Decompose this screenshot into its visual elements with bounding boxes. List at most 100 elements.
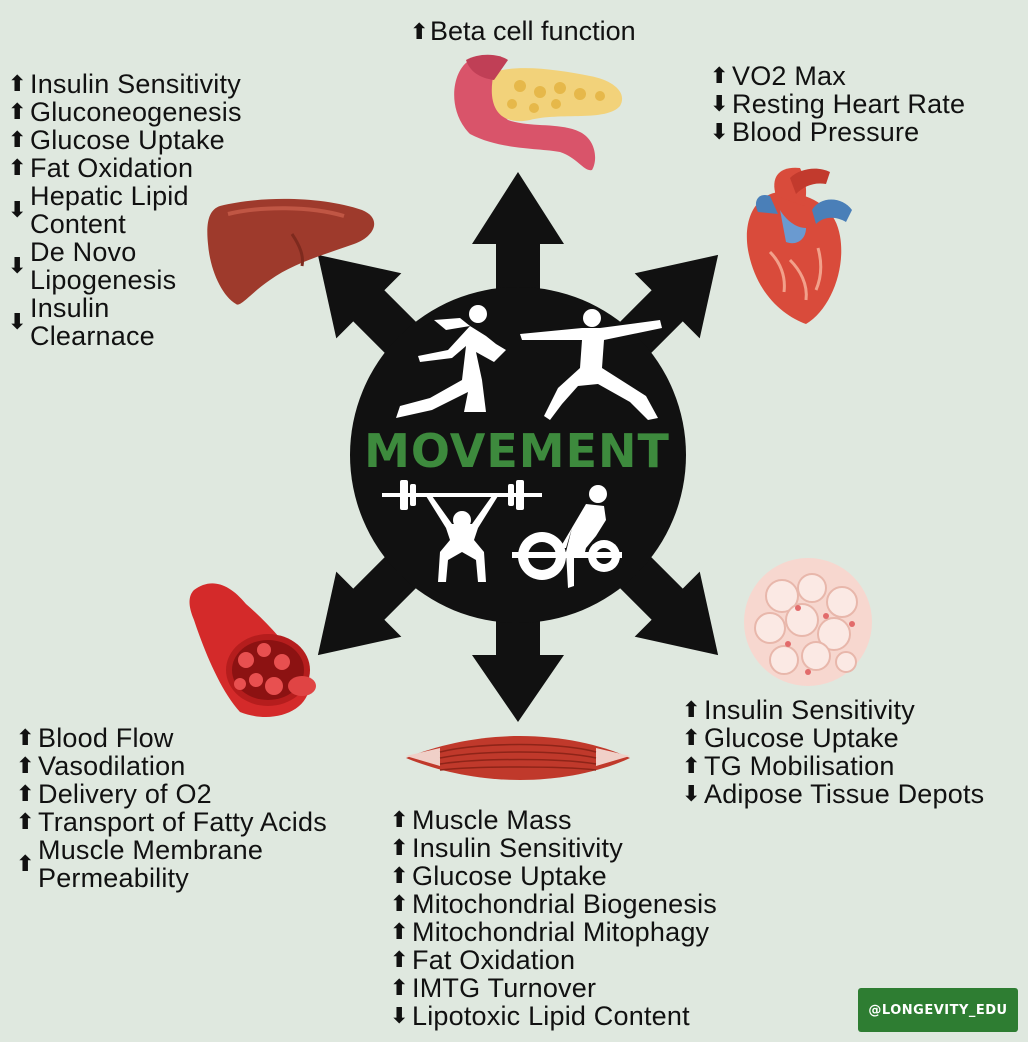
arrow-indicator: ⬆ [16, 753, 35, 778]
arrow-indicator: ⬆ [390, 947, 409, 972]
effect-text: Glucose Uptake [30, 125, 225, 155]
blood-vessel-icon [189, 583, 316, 717]
effect-item: ⬇Lipotoxic Lipid Content [390, 1002, 717, 1030]
arrow-indicator: ⬇ [682, 781, 701, 806]
effect-item: ⬆Glucose Uptake [8, 126, 242, 154]
effect-item: ⬆Blood Flow [16, 724, 327, 752]
arrow-indicator: ⬆ [390, 807, 409, 832]
arrow-indicator: ⬆ [682, 725, 701, 750]
effect-text: VO2 Max [732, 61, 846, 91]
arrow-indicator: ⬆ [682, 753, 701, 778]
effect-text: Glucose Uptake [704, 723, 899, 753]
yoga-icon [520, 309, 662, 420]
effect-item: ⬆Muscle Mass [390, 806, 717, 834]
effect-item: ⬆Gluconeogenesis [8, 98, 242, 126]
arrow-indicator: ⬆ [710, 63, 729, 88]
effect-item: ⬆Delivery of O2 [16, 780, 327, 808]
effect-item: ⬇Insulin Clearnace [8, 294, 242, 350]
effect-text: Hepatic Lipid Content [30, 181, 189, 239]
pancreas-effect: ⬆ Beta cell function [410, 16, 636, 47]
effect-item: ⬆Glucose Uptake [390, 862, 717, 890]
watermark-badge: @LONGEVITY_EDU [858, 988, 1018, 1032]
arrow-indicator: ⬆ [16, 781, 35, 806]
effect-text: IMTG Turnover [412, 973, 597, 1003]
effect-item: ⬇Blood Pressure [710, 118, 965, 146]
arrow-indicator: ⬇ [390, 1003, 409, 1028]
effect-item: ⬆Muscle Membrane Permeability [16, 836, 327, 892]
effect-item: ⬆IMTG Turnover [390, 974, 717, 1002]
effect-item: ⬇Resting Heart Rate [710, 90, 965, 118]
arrow-indicator: ⬆ [8, 99, 27, 124]
effect-text: Resting Heart Rate [732, 89, 966, 119]
effect-text: Mitochondrial Biogenesis [412, 889, 717, 919]
arrow-indicator: ⬆ [390, 835, 409, 860]
blood-vessel-effects: ⬆Blood Flow⬆Vasodilation⬆Delivery of O2⬆… [16, 724, 327, 892]
effect-item: ⬆TG Mobilisation [682, 752, 984, 780]
effect-text: Muscle Mass [412, 805, 572, 835]
effect-item: ⬆Vasodilation [16, 752, 327, 780]
effect-text: Lipotoxic Lipid Content [412, 1001, 690, 1031]
effect-item: ⬆Glucose Uptake [682, 724, 984, 752]
effect-item: ⬆Fat Oxidation [8, 154, 242, 182]
effect-item: ⬆Insulin Sensitivity [682, 696, 984, 724]
effect-text: TG Mobilisation [704, 751, 895, 781]
arrow-up [472, 172, 564, 340]
effect-item: ⬇Hepatic Lipid Content [8, 182, 242, 238]
effect-text: Delivery of O2 [38, 779, 212, 809]
adipose-tissue-icon [744, 558, 872, 686]
arrow-indicator: ⬇ [710, 91, 729, 116]
effect-item: ⬆Transport of Fatty Acids [16, 808, 327, 836]
heart-effects: ⬆VO2 Max⬇Resting Heart Rate⬇Blood Pressu… [710, 62, 965, 146]
pancreas-icon [454, 54, 623, 171]
effect-text: Fat Oxidation [30, 153, 194, 183]
arrow-indicator: ⬆ [16, 851, 35, 876]
arrow-indicator: ⬆ [390, 919, 409, 944]
arrow-indicator: ⬇ [8, 309, 27, 334]
effect-item: ⬆Mitochondrial Biogenesis [390, 890, 717, 918]
arrow-indicator: ⬆ [390, 891, 409, 916]
effect-item: ⬆VO2 Max [710, 62, 965, 90]
effect-text: Muscle Membrane Permeability [38, 835, 264, 893]
muscle-effects: ⬆Muscle Mass⬆Insulin Sensitivity⬆Glucose… [390, 806, 717, 1030]
effect-text: Mitochondrial Mitophagy [412, 917, 710, 947]
arrow-indicator: ⬆ [8, 71, 27, 96]
center-title: MOVEMENT [364, 424, 670, 478]
effect-item: ⬇Adipose Tissue Depots [682, 780, 984, 808]
effect-text: Insulin Sensitivity [412, 833, 623, 863]
arrow-indicator: ⬆ [8, 155, 27, 180]
effect-text: Vasodilation [38, 751, 186, 781]
effect-text: Gluconeogenesis [30, 97, 242, 127]
arrow-indicator: ⬆ [390, 863, 409, 888]
arrow-indicator: ⬆ [390, 975, 409, 1000]
effect-text: Insulin Sensitivity [704, 695, 915, 725]
effect-item: ⬆Fat Oxidation [390, 946, 717, 974]
effect-text: Insulin Clearnace [30, 293, 155, 351]
effect-text: Insulin Sensitivity [30, 69, 241, 99]
effect-item: ⬆Insulin Sensitivity [8, 70, 242, 98]
effect-item: ⬆Mitochondrial Mitophagy [390, 918, 717, 946]
arrow-indicator: ⬆ [16, 725, 35, 750]
effect-text: Beta cell function [430, 16, 636, 46]
effect-item: ⬆Insulin Sensitivity [390, 834, 717, 862]
arrow-indicator: ⬇ [8, 197, 27, 222]
effect-text: De Novo Lipogenesis [30, 237, 177, 295]
arrow-indicator: ⬆ [682, 697, 701, 722]
arrow-down [472, 560, 564, 722]
effect-text: Glucose Uptake [412, 861, 607, 891]
arrow-indicator: ⬇ [8, 253, 27, 278]
adipose-effects: ⬆Insulin Sensitivity⬆Glucose Uptake⬆TG M… [682, 696, 984, 808]
effect-text: Transport of Fatty Acids [38, 807, 327, 837]
arrow-indicator: ⬆ [410, 18, 429, 44]
arrow-indicator: ⬆ [16, 809, 35, 834]
muscle-icon [406, 736, 630, 780]
heart-icon [746, 167, 852, 324]
effect-text: Adipose Tissue Depots [704, 779, 985, 809]
runner-icon [396, 305, 506, 418]
arrow-indicator: ⬇ [710, 119, 729, 144]
liver-effects: ⬆Insulin Sensitivity⬆Gluconeogenesis⬆Glu… [8, 70, 242, 350]
arrow-indicator: ⬆ [8, 127, 27, 152]
liver-icon [207, 198, 375, 305]
squat-icon [382, 480, 542, 582]
effect-text: Blood Pressure [732, 117, 920, 147]
